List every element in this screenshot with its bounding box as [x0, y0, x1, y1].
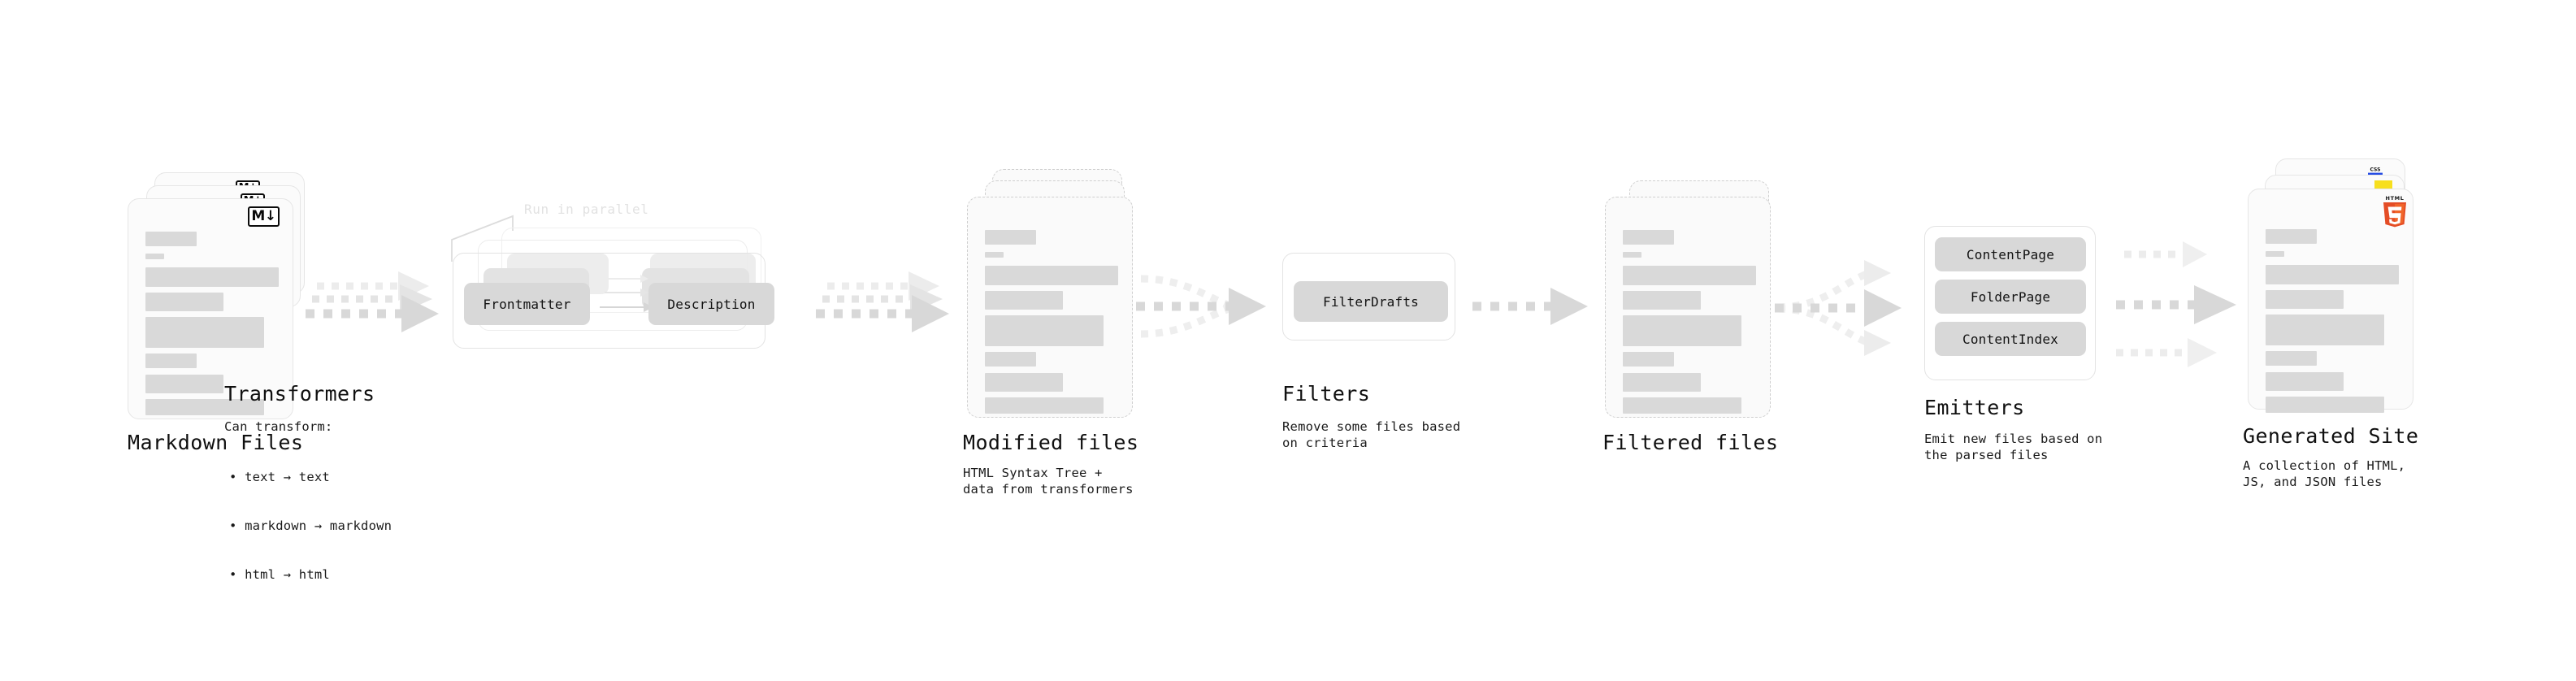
svg-text:CSS: CSS	[2370, 167, 2381, 173]
modified-file-card-front	[967, 197, 1133, 418]
emitter-pill-contentpage[interactable]: ContentPage	[1935, 237, 2086, 271]
svg-text:HTML: HTML	[2386, 195, 2405, 202]
stage-desc-filters: Remove some files based on criteria	[1282, 419, 1461, 450]
doc-line	[2266, 265, 2399, 284]
doc-line	[1623, 230, 1674, 245]
doc-line	[2266, 314, 2384, 345]
transformers-bullet-list: • text → text • markdown → markdown • ht…	[229, 436, 392, 615]
doc-line	[1623, 315, 1741, 346]
doc-line	[2266, 397, 2384, 413]
doc-line	[145, 232, 197, 246]
doc-line	[145, 317, 264, 348]
doc-line	[1623, 373, 1701, 392]
arrow-group-transformers-to-modified	[816, 271, 949, 332]
list-item-label: markdown → markdown	[245, 518, 392, 533]
stage-desc-generated-site: A collection of HTML, JS, and JSON files	[2243, 458, 2406, 489]
run-in-parallel-bracket	[451, 215, 514, 262]
list-item: • markdown → markdown	[229, 518, 392, 533]
list-item-label: text → text	[245, 470, 330, 484]
filters-group-box	[1282, 253, 1455, 340]
list-item-label: html → html	[245, 567, 330, 582]
doc-line	[145, 375, 223, 393]
doc-line	[145, 254, 164, 259]
stage-title-markdown-files: Markdown Files	[128, 431, 304, 454]
doc-line	[985, 252, 1004, 258]
markdown-icon: M↓	[248, 206, 280, 227]
filter-pill-filterdrafts[interactable]: FilterDrafts	[1294, 281, 1448, 322]
doc-line	[985, 373, 1063, 392]
site-file-card-front	[2248, 189, 2413, 413]
stage-title-emitters: Emitters	[1924, 396, 2025, 419]
arrow-group-modified-to-filters	[1136, 275, 1266, 338]
list-item: • text → text	[229, 470, 330, 484]
arrow-group-filtered-to-emitters	[1775, 260, 1902, 356]
doc-line	[1623, 352, 1674, 367]
filtered-file-card-front	[1605, 197, 1771, 418]
arrow-group-markdown-to-transformers	[306, 271, 439, 332]
stage-title-filters: Filters	[1282, 382, 1371, 406]
markdown-icon-letter: M	[251, 208, 265, 224]
transformer-pill-frontmatter[interactable]: Frontmatter	[464, 283, 590, 325]
doc-line	[2266, 351, 2317, 366]
doc-line	[2266, 251, 2284, 257]
doc-line	[1623, 266, 1756, 285]
emitter-pill-folderpage[interactable]: FolderPage	[1935, 280, 2086, 314]
html5-icon: HTML	[2383, 195, 2406, 228]
doc-line	[1623, 397, 1741, 414]
emitter-pill-contentindex[interactable]: ContentIndex	[1935, 322, 2086, 356]
doc-line	[985, 230, 1036, 245]
run-in-parallel-label: Run in parallel	[524, 202, 649, 217]
transformer-pill-description[interactable]: Description	[648, 283, 774, 325]
doc-line	[985, 291, 1063, 310]
doc-line	[2266, 229, 2317, 244]
stage-title-filtered-files: Filtered files	[1602, 431, 1779, 454]
stage-desc-modified-files: HTML Syntax Tree + data from transformer…	[963, 466, 1134, 497]
doc-line	[985, 315, 1104, 346]
css3-icon: CSS	[2368, 167, 2383, 176]
stage-title-generated-site: Generated Site	[2243, 424, 2419, 448]
doc-line	[145, 293, 223, 311]
doc-line	[1623, 252, 1641, 258]
stage-title-transformers: Transformers	[224, 382, 375, 406]
doc-line	[2266, 372, 2344, 391]
arrow-group-emitters-to-site	[2116, 241, 2236, 367]
doc-line	[145, 354, 197, 368]
arrow-group-filters-to-filtered	[1472, 288, 1588, 325]
list-item: • html → html	[229, 567, 330, 582]
markdown-icon-arrow: ↓	[264, 208, 276, 224]
markdown-file-card-front	[128, 198, 293, 419]
doc-line	[1623, 291, 1701, 310]
doc-line	[145, 267, 279, 287]
doc-line	[145, 399, 264, 415]
doc-line	[985, 266, 1118, 285]
doc-line	[985, 397, 1104, 414]
doc-line	[2266, 290, 2344, 309]
stage-desc-transformers: Can transform:	[224, 419, 333, 434]
doc-line	[985, 352, 1036, 367]
stage-desc-emitters: Emit new files based on the parsed files	[1924, 432, 2103, 462]
stage-title-modified-files: Modified files	[963, 431, 1139, 454]
emitters-group-box	[1924, 226, 2096, 380]
